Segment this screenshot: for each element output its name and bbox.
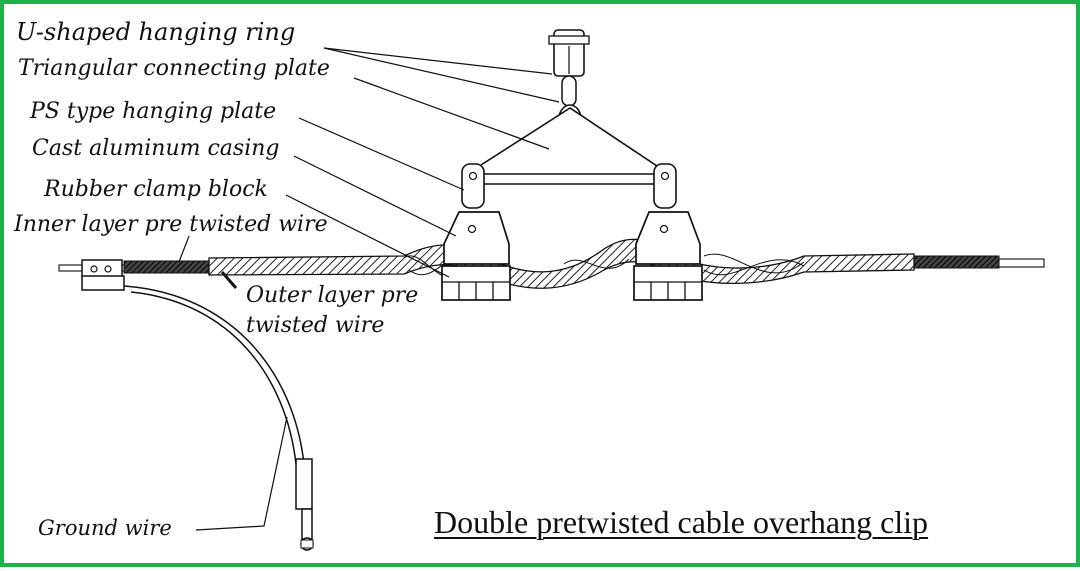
label-inner-layer-pre-twisted-wire: Inner layer pre twisted wire xyxy=(14,212,328,237)
leader-casing xyxy=(293,155,457,237)
label-cast-aluminum-casing: Cast aluminum casing xyxy=(32,136,280,161)
leader-ps-plate xyxy=(298,117,465,191)
leader-outer xyxy=(220,271,238,289)
clip-illustration xyxy=(58,29,1045,551)
leader-rubber xyxy=(285,194,450,278)
clamp-assembly-left xyxy=(441,211,511,301)
diagram-title: Double pretwisted cable overhang clip xyxy=(434,504,929,540)
label-ground-wire: Ground wire xyxy=(38,516,172,540)
label-ps-type-hanging-plate: PS type hanging plate xyxy=(30,99,277,124)
label-u-shaped-hanging-ring: U-shaped hanging ring xyxy=(16,18,296,46)
outer-twisted-wire xyxy=(208,238,915,289)
label-triangular-connecting-plate: Triangular connecting plate xyxy=(18,56,330,81)
ps-hanging-plates xyxy=(461,163,677,209)
cable xyxy=(58,238,1045,289)
ground-wire xyxy=(123,285,314,551)
leader-tri-plate xyxy=(353,77,550,150)
cable-core-right xyxy=(993,258,1045,268)
leader-u-ring-2 xyxy=(323,47,560,103)
leader-inner xyxy=(178,235,190,263)
triangular-connecting-plate xyxy=(464,107,672,185)
leader-ground xyxy=(195,416,288,531)
clamp-assembly-right xyxy=(633,211,703,301)
inner-twisted-wire-right xyxy=(903,255,1000,269)
leader-u-ring xyxy=(323,47,553,75)
label-rubber-clamp-block: Rubber clamp block xyxy=(44,177,268,202)
label-outer-layer-pre: Outer layer pre xyxy=(246,283,419,308)
end-fitting xyxy=(81,259,125,291)
label-twisted-wire: twisted wire xyxy=(246,313,385,338)
leader-lines xyxy=(178,47,560,531)
